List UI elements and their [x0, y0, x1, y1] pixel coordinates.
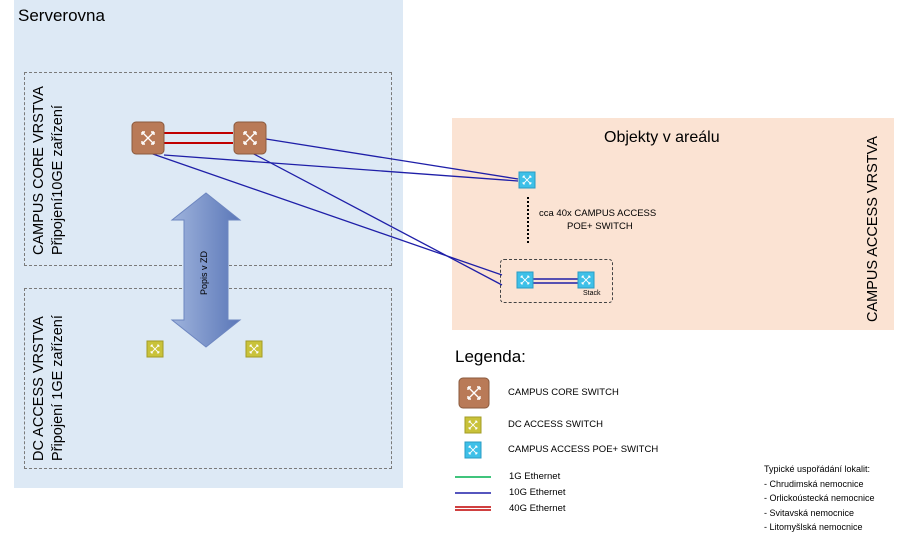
objekty-title: Objekty v areálu	[604, 129, 720, 146]
double-arrow	[170, 192, 242, 348]
legend-access-switch-icon	[464, 441, 482, 459]
stack-label: Stack	[583, 290, 601, 297]
location-item: - Chrudimská nemocnice	[764, 478, 864, 489]
link-10g-2	[265, 138, 519, 180]
legend-dc-switch-icon	[464, 416, 482, 434]
arrow-label: Popis v ZD	[199, 250, 209, 295]
dc-access-switch-icon	[245, 340, 263, 358]
link-10g-1	[163, 154, 519, 182]
access-note-line2: POE+ SWITCH	[567, 221, 633, 232]
campus-access-switch-icon	[518, 171, 536, 189]
access-note-line1: cca 40x CAMPUS ACCESS	[539, 208, 657, 219]
location-item: - Orlickoústecká nemocnice	[764, 493, 875, 504]
stack-group	[500, 259, 613, 303]
legend-1g-label: 1G Ethernet	[509, 471, 561, 482]
legend-10g-label: 10G Ethernet	[509, 487, 566, 498]
location-item: - Svitavská nemocnice	[764, 507, 855, 518]
objekty-zone	[452, 118, 894, 330]
legend-40g-label: 40G Ethernet	[509, 503, 566, 514]
legend-dc-label: DC ACCESS SWITCH	[508, 419, 604, 430]
legend-core-label: CAMPUS CORE SWITCH	[508, 387, 619, 398]
location-item: - Litomyšlská nemocnice	[764, 522, 863, 533]
campus-core-switch-icon	[131, 121, 165, 155]
legend-access-label: CAMPUS ACCESS POE+ SWITCH	[508, 444, 659, 455]
locations-title: Typické uspořádání lokalit:	[764, 464, 871, 474]
campus-core-switch-icon	[233, 121, 267, 155]
campus-access-switch-icon	[516, 271, 534, 289]
link-10g-4	[251, 152, 503, 286]
dc-access-switch-icon	[146, 340, 164, 358]
locations-list: Typické uspořádání lokalit: - Chrudimská…	[764, 462, 875, 535]
legend-title: Legenda:	[455, 347, 526, 366]
legend-core-switch-icon	[458, 377, 490, 409]
serverovna-title: Serverovna	[18, 6, 105, 25]
campus-access-switch-icon	[577, 271, 595, 289]
